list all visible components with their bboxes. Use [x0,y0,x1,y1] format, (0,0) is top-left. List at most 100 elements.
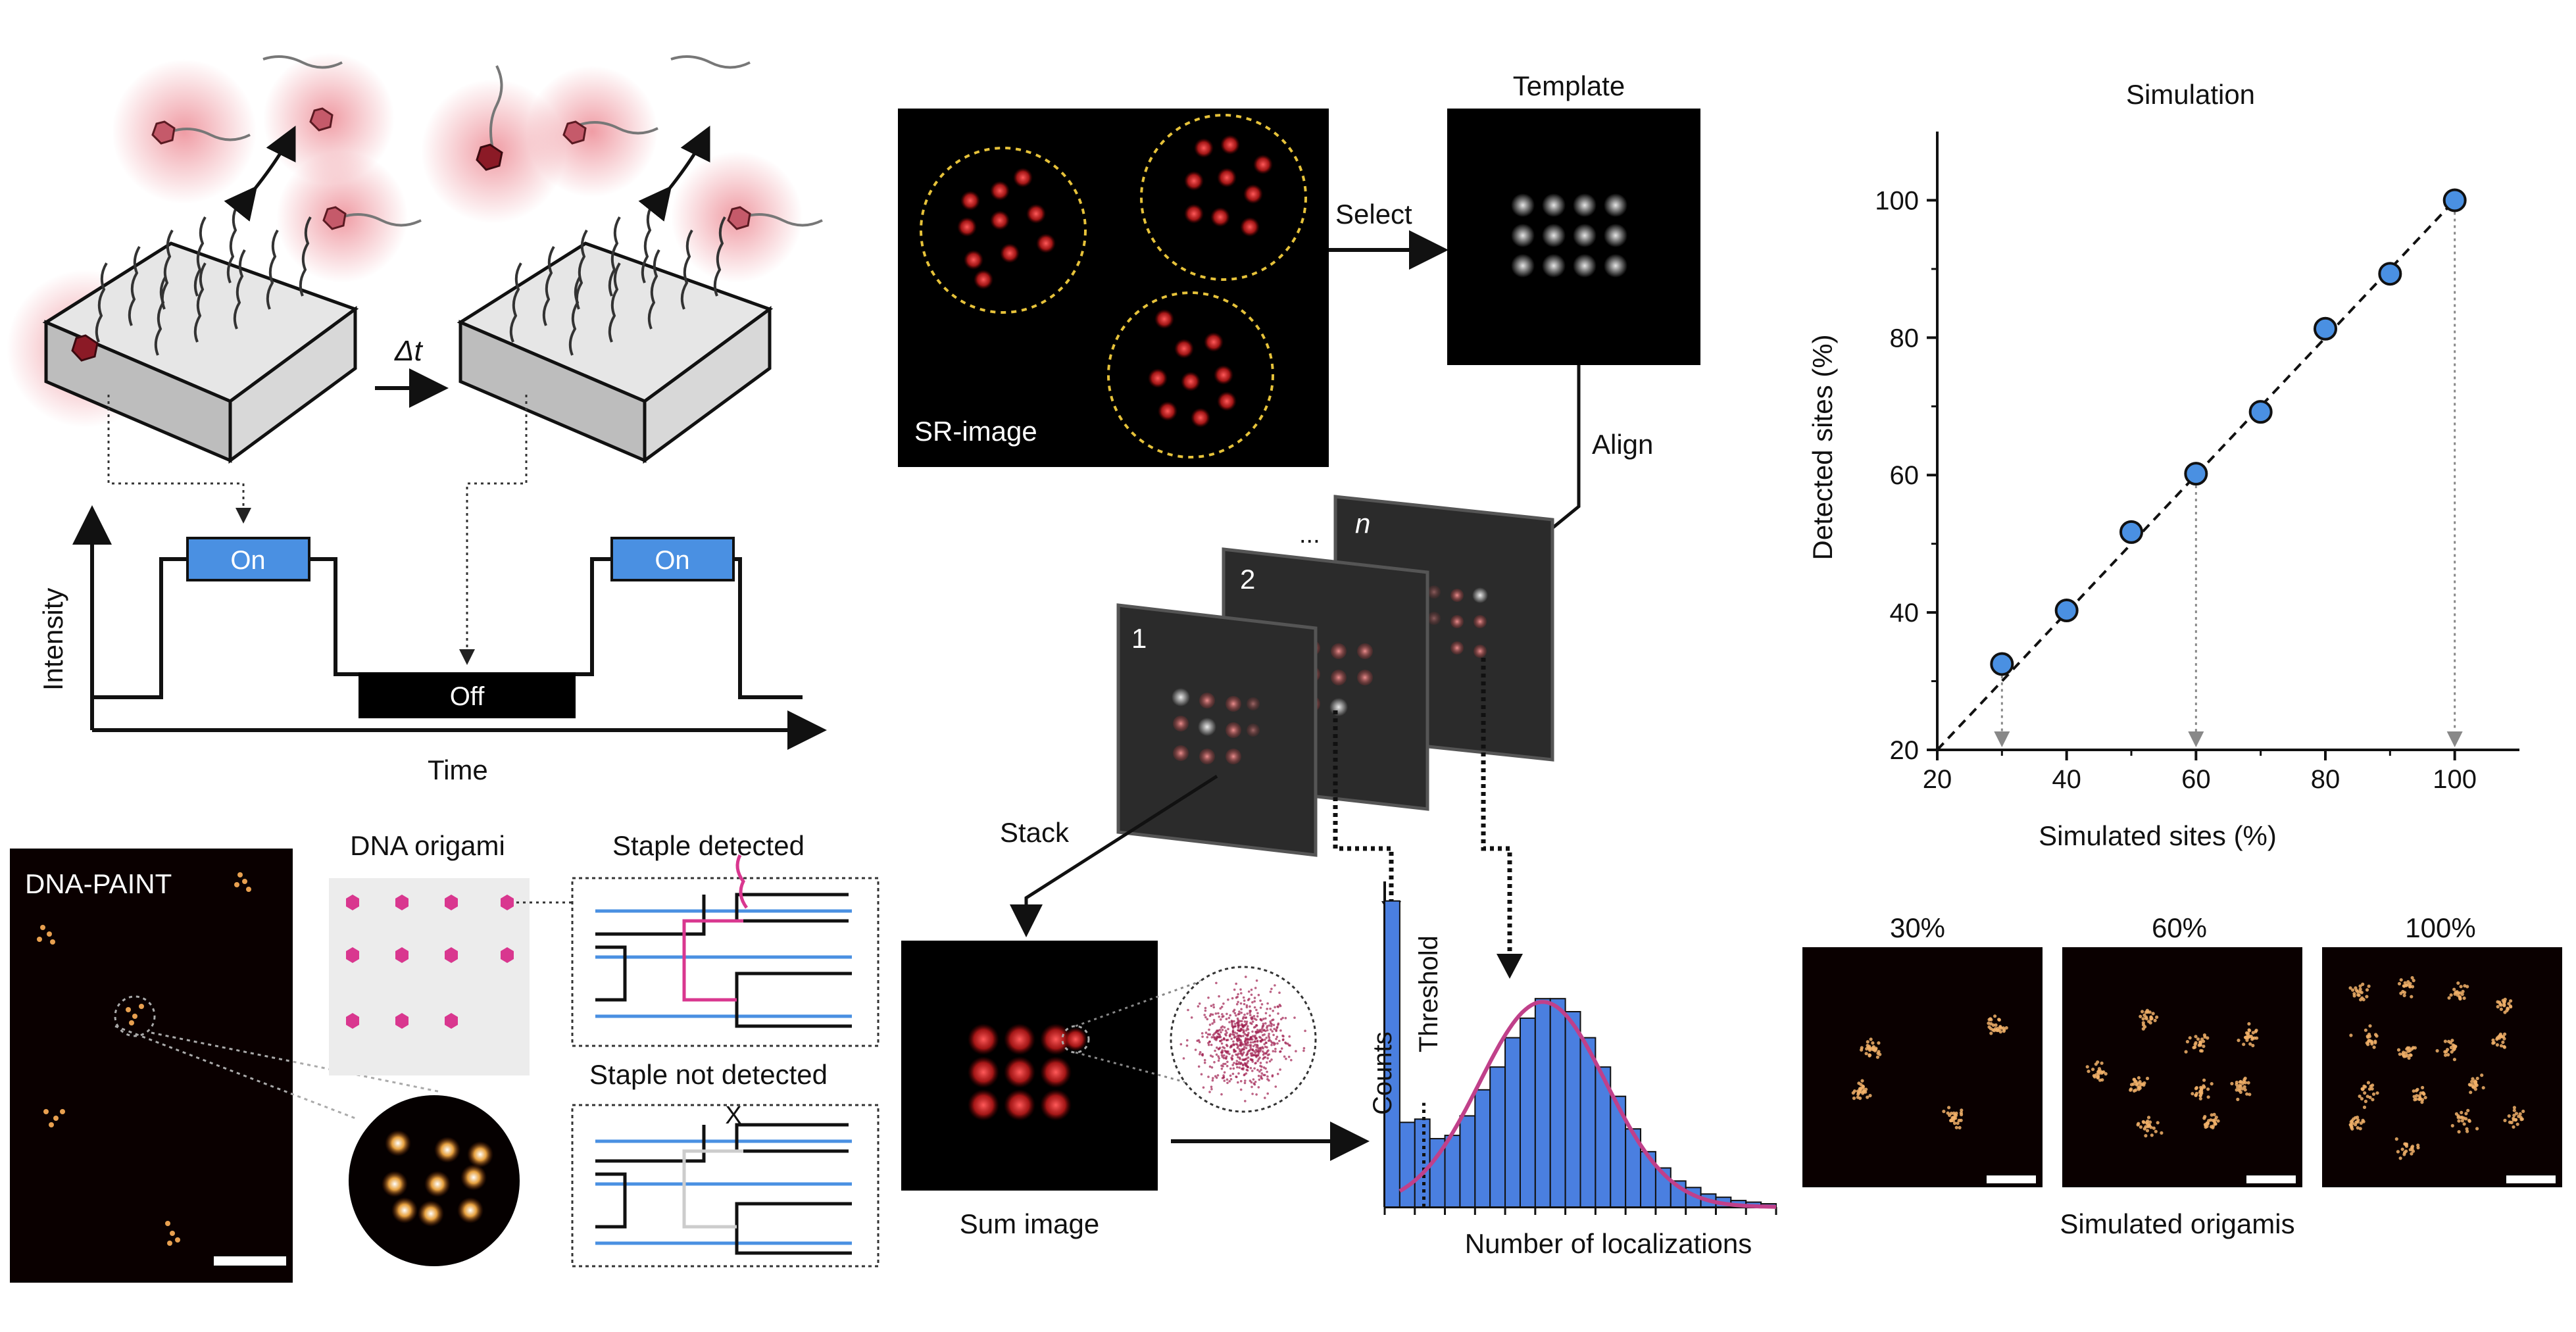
sim-localization [2416,1146,2420,1150]
sim-localization [2416,1143,2420,1147]
localization-dot [1247,999,1250,1002]
selection-circle-1 [920,147,1087,314]
localization-dot [1226,1060,1229,1064]
localization-dot [1238,1010,1241,1013]
localization-dot [1275,1037,1277,1041]
sim-localization [2449,1045,2453,1050]
sim-localization [2480,1073,2484,1077]
localization-dot [1220,1018,1222,1021]
localization-dot [1268,1079,1270,1082]
localization-dot [1231,1072,1235,1075]
localization-dot [1231,1054,1234,1057]
sim-localization [1873,1047,1877,1051]
localization-dot [1243,1073,1246,1077]
localization-dot [1250,1054,1253,1057]
localization-dot [1272,1024,1276,1026]
localization-dot [1243,1062,1247,1065]
localization-dot [1234,1022,1237,1025]
sim-localization [2406,980,2410,984]
sim-localization [2248,1042,2252,1046]
sim-localization [2370,1041,2374,1045]
localization-dot [1211,1055,1214,1058]
localization-dot [1253,997,1256,999]
y-tick-label: 80 [1890,324,1920,353]
sim-localization [1960,1108,1964,1112]
x-tick-label: 40 [2052,765,2081,794]
sim-localization [2410,1152,2414,1156]
sim-localization [2407,1056,2411,1060]
sim-localization [2497,1035,2501,1039]
localization-dot [1254,1048,1258,1051]
sim-localization [2096,1076,2100,1080]
localization-dot [1255,1024,1258,1027]
localization-dot [1220,1026,1223,1029]
sim-localization [2202,1084,2206,1088]
localization-dot [1198,1041,1201,1044]
localization-dot [1249,1041,1252,1044]
panel-c: SR-image Select Template Align n ... 2 [898,70,1777,1259]
select-label: Select [1335,199,1412,230]
sim-localization [2214,1116,2218,1120]
sim-localization [2412,1089,2415,1093]
origami-sheet [329,878,530,1075]
localization-dot [1259,1036,1262,1039]
dna-paint-image [10,849,293,1283]
sim-localization [2206,1087,2210,1091]
localization-dot [1179,1043,1183,1046]
sim-localization [2141,1010,2144,1014]
localization-dot [1257,1050,1260,1053]
localization-dot [1226,1031,1228,1034]
localization-dot [1196,1039,1199,1043]
sim-localization [2503,1010,2507,1014]
localization-dot [1253,1000,1256,1003]
localization-dot [1260,1031,1263,1033]
sim-localization [2245,1038,2249,1042]
localization-dot [1212,1036,1215,1039]
template-label: Template [1513,70,1625,101]
sim-localization [2212,1112,2216,1116]
localization-dot [1246,1052,1249,1055]
sim-localization [2466,1108,2470,1112]
localization-dot [1246,1044,1249,1047]
localization-dot [1238,1048,1241,1050]
sim-localization [2471,1077,2475,1081]
sim-localization [2498,1002,2502,1006]
localization-dot [1260,1068,1262,1072]
sim-localization [1952,1111,1956,1115]
sim-localization [2443,1039,2447,1043]
localization-dot [1239,988,1242,991]
sim-localization [2248,1093,2252,1097]
sim-localization [1866,1040,1870,1044]
localization-dot [1256,1047,1260,1049]
sim-localization [2145,1129,2150,1133]
localization-dot [1231,1033,1234,1036]
localization-dot [1259,1047,1262,1049]
zoom-line-c2 [1075,1051,1198,1087]
sim-localization [2512,1106,2516,1110]
localization-dot [1266,1070,1268,1073]
localization-dot [1264,1022,1267,1025]
sim-localization [2450,1123,2454,1127]
sim-localization [2096,1070,2100,1074]
sim-localization [2450,1039,2454,1043]
localization-dot [1210,1088,1213,1091]
localization-dot [1261,1050,1264,1053]
sim-localization [2514,1112,2519,1116]
localization-dot [1253,1006,1256,1009]
simulation-title: Simulation [2126,79,2255,110]
sim-localization [2092,1073,2096,1077]
localization-dot [1216,1074,1220,1077]
hist-bar [1384,900,1400,1208]
sim-localization [2446,1052,2450,1057]
localization-dot [1249,1005,1251,1008]
sim-localization [2100,1078,2104,1082]
sim-localization [1993,1027,1998,1031]
localization-dot [1220,1031,1222,1034]
localization-dot [1197,1065,1201,1068]
sim-localization [2361,1087,2365,1091]
sim-localization [2002,1029,2006,1033]
localization-dot [1239,1035,1242,1037]
localization-dot [1260,1072,1264,1075]
scale-bar-b [214,1256,286,1266]
localization-dot [1237,1000,1239,1004]
